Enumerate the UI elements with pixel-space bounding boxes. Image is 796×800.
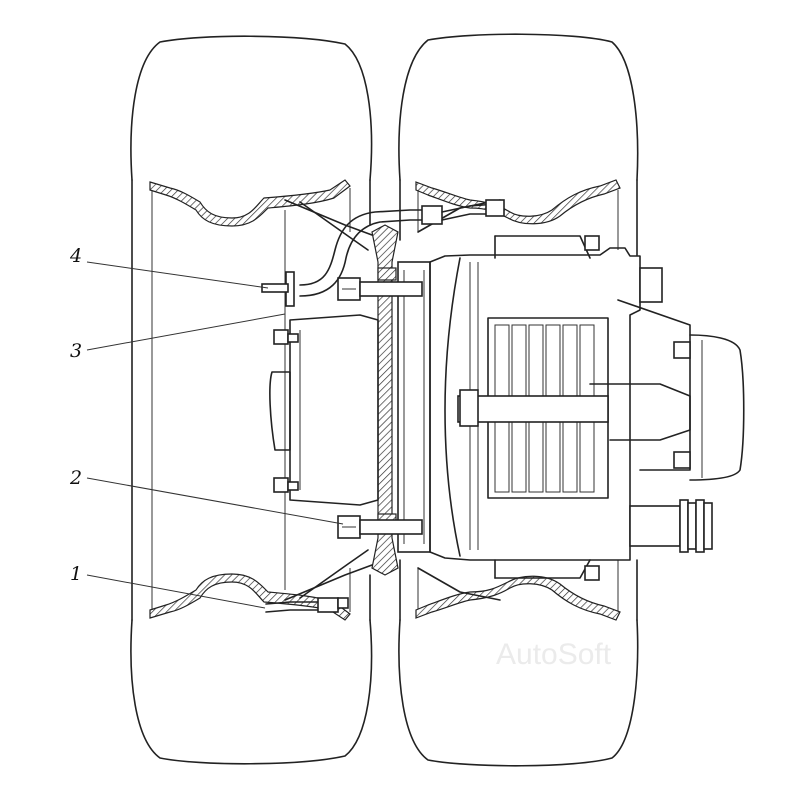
leader-lines	[86, 261, 344, 609]
valve-extension-hose	[261, 199, 505, 307]
left-tire	[130, 35, 373, 765]
leader-line-4	[86, 261, 269, 289]
callout-2: 2	[69, 467, 82, 489]
leader-line-3	[86, 313, 286, 351]
inner-valve	[265, 597, 349, 613]
watermark: AutoSoft	[496, 638, 612, 671]
wheel-studs	[337, 277, 423, 539]
leader-line-1	[86, 574, 266, 609]
leader-line-2	[86, 477, 344, 525]
left-rim	[149, 179, 373, 621]
callout-3: 3	[70, 340, 82, 362]
dust-boot	[679, 499, 713, 553]
brake-caliper	[429, 235, 745, 581]
callout-1: 1	[70, 563, 82, 585]
right-tire	[398, 33, 639, 767]
callouts: 4 3 2 1	[69, 245, 82, 585]
drum-housing	[269, 314, 379, 506]
callout-4: 4	[69, 245, 82, 267]
